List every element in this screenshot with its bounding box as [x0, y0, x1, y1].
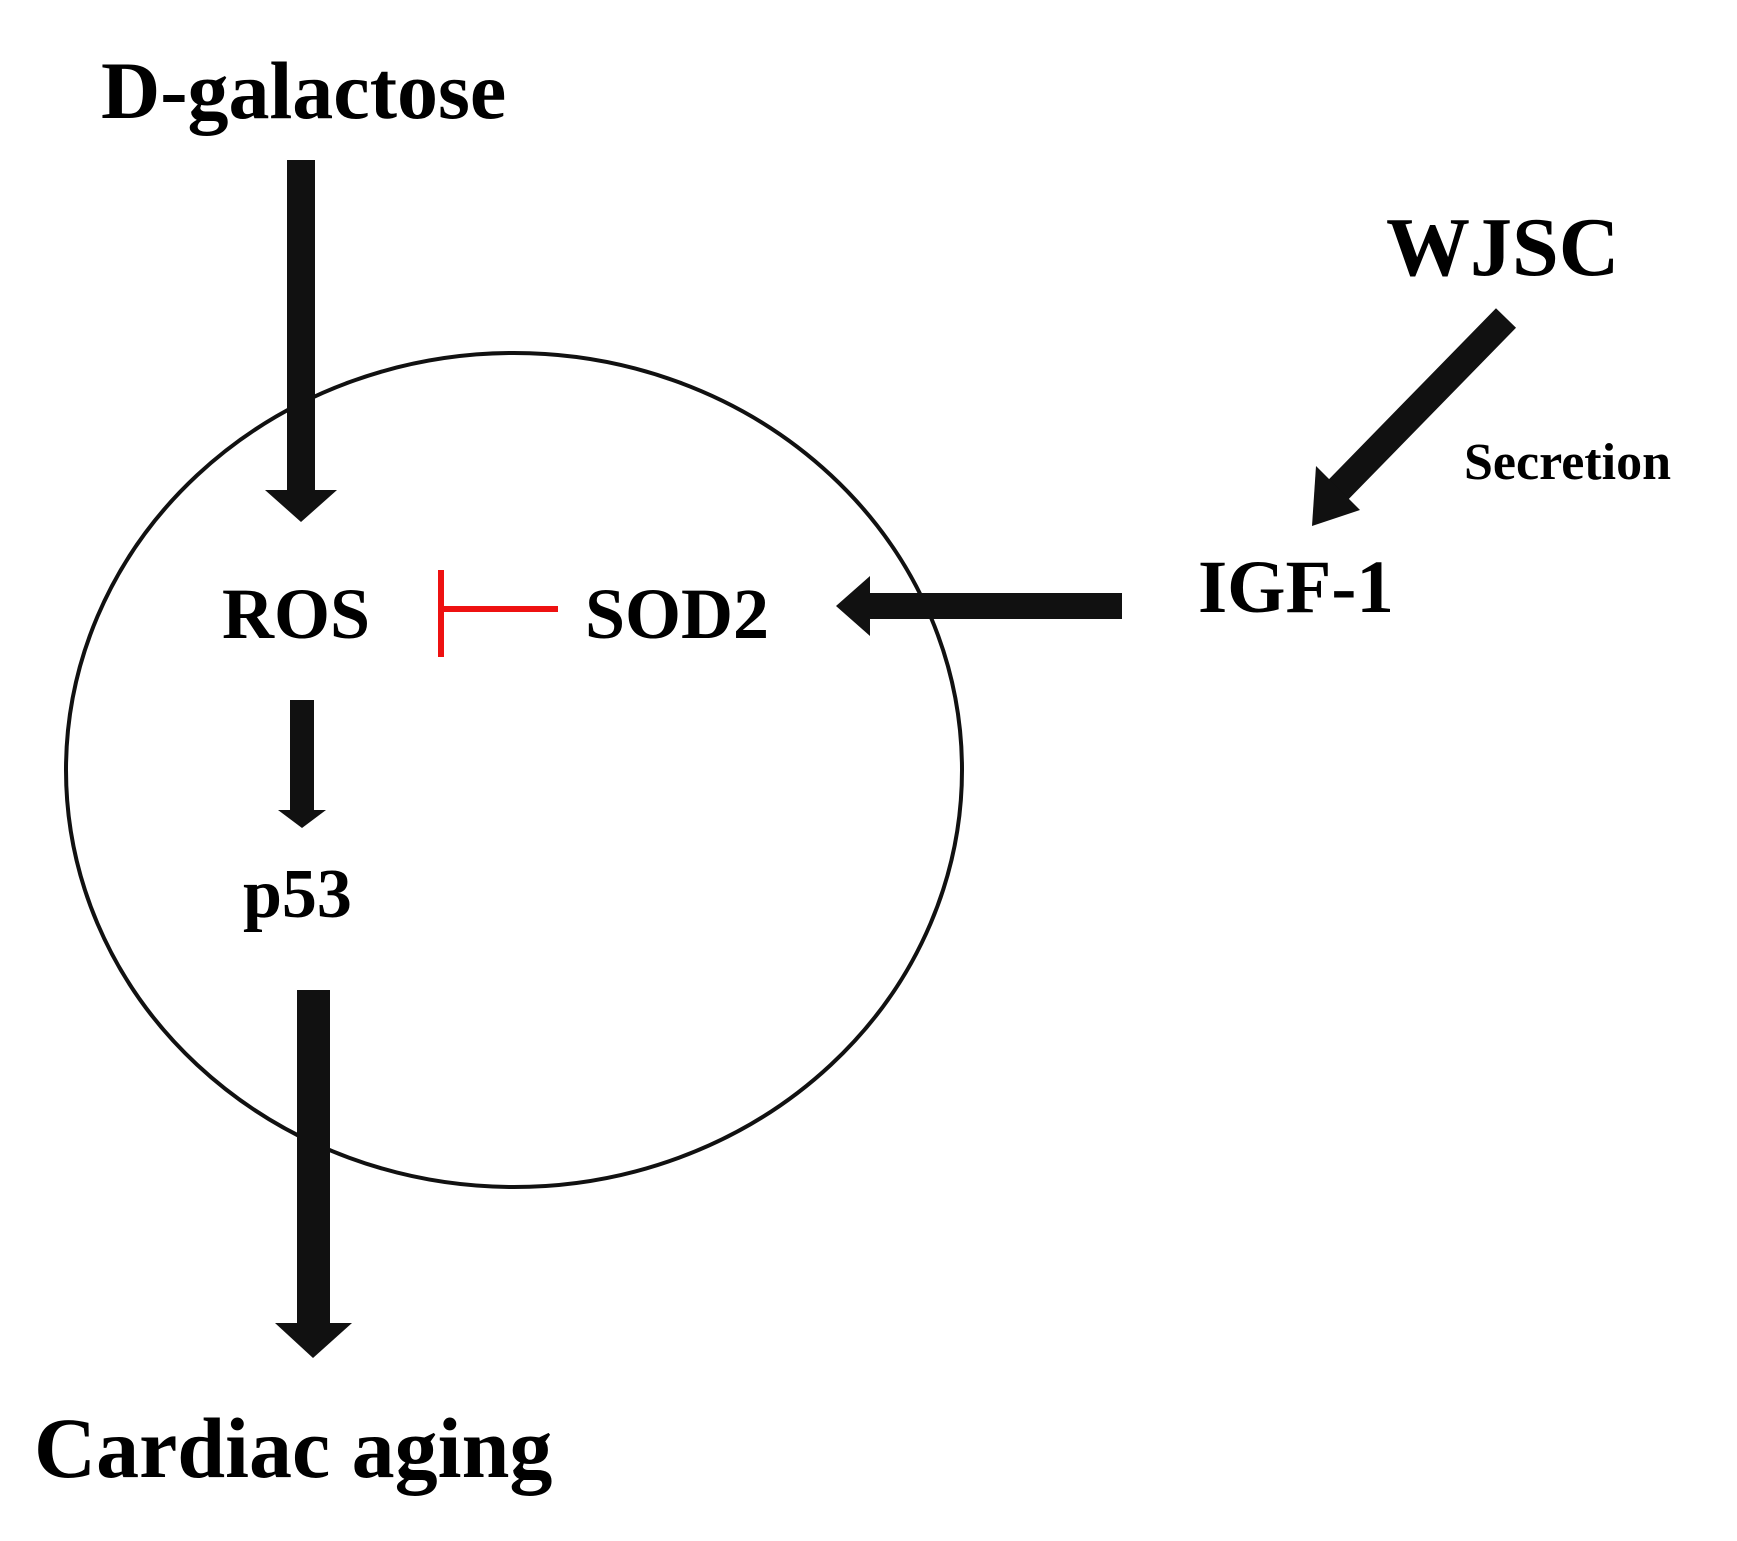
arrow-dgalactose-to-ros [265, 160, 337, 522]
label-wjsc: WJSC [1386, 201, 1619, 294]
label-p53: p53 [243, 856, 352, 933]
label-cardiac-aging: Cardiac aging [34, 1400, 552, 1496]
label-igf1: IGF-1 [1198, 546, 1394, 629]
arrow-p53-to-cardiac-aging [275, 990, 352, 1358]
inhibition-sod2-to-ros [438, 570, 558, 657]
label-ros: ROS [222, 574, 370, 654]
arrow-ros-to-p53 [278, 700, 326, 828]
arrow-igf1-to-sod2 [836, 576, 1122, 636]
label-sod2: SOD2 [585, 574, 769, 654]
arrow-wjsc-to-igf1 [1312, 308, 1517, 526]
label-d-galactose: D-galactose [101, 45, 506, 136]
label-secretion: Secretion [1464, 434, 1671, 491]
cell-outline [64, 351, 964, 1189]
